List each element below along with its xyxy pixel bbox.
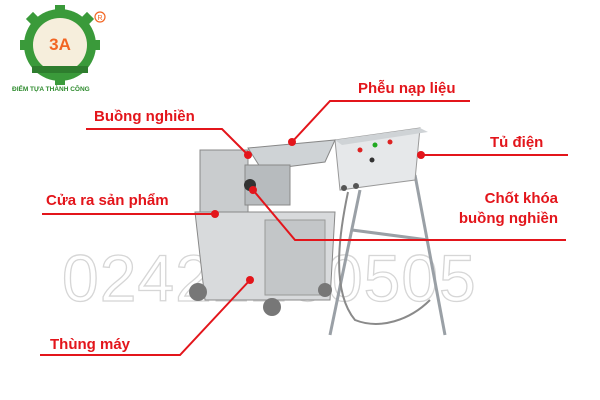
callout-line-lock <box>252 189 566 241</box>
logo-mark: 3A <box>49 35 71 54</box>
callout-line-chamber <box>86 128 249 156</box>
logo: 3A R <box>20 5 106 85</box>
label-lock-line2: buồng nghiền <box>458 210 558 227</box>
label-outlet: Cửa ra sản phẩm <box>46 192 169 209</box>
callout-line-body <box>40 279 251 356</box>
callout-line-hopper <box>291 100 470 143</box>
label-hopper: Phễu nạp liệu <box>358 80 456 97</box>
label-body: Thùng máy <box>50 336 131 353</box>
svg-text:R: R <box>97 15 102 22</box>
logo-tagline: ĐIỂM TỰA THÀNH CÔNG <box>12 86 90 93</box>
label-chamber: Buồng nghiền <box>94 108 195 125</box>
label-control-box: Tủ điện <box>490 134 544 151</box>
label-lock-line1: Chốt khóa <box>484 190 558 207</box>
